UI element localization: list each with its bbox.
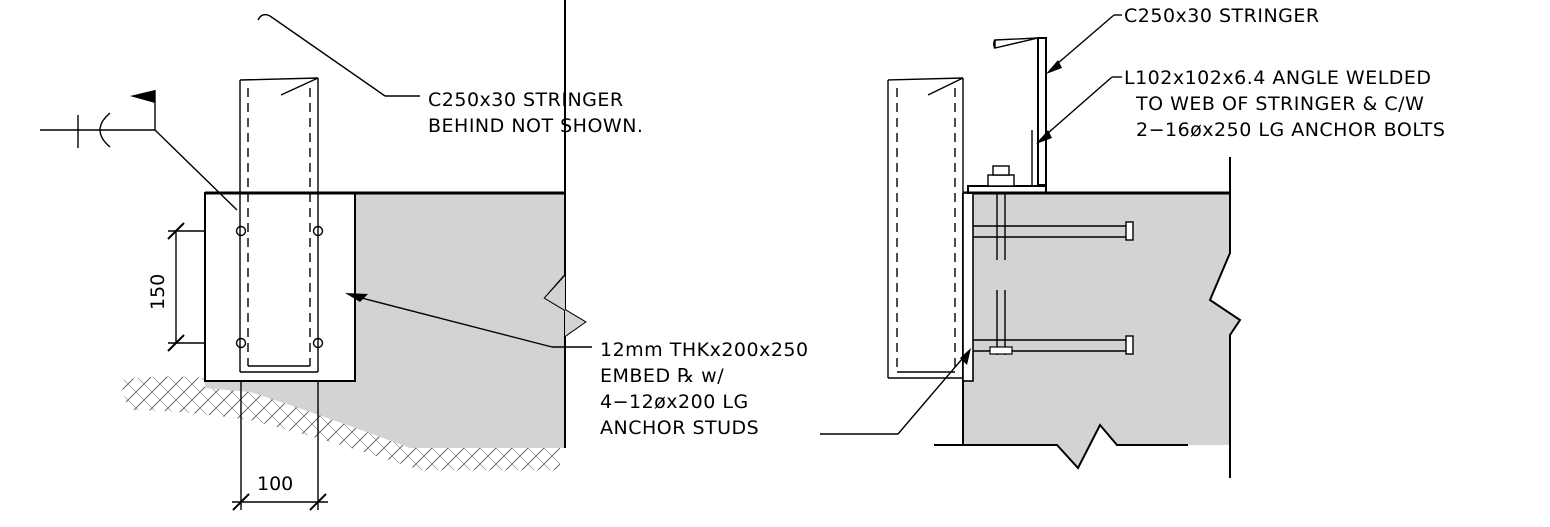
anchor-bolts: [973, 165, 1134, 355]
right-leaders: [820, 14, 1122, 435]
post: [239, 77, 319, 373]
dim-150: [167, 222, 205, 352]
post-right: [887, 77, 964, 379]
angle-note-line-1: L102x102x6.4 ANGLE WELDED: [1124, 67, 1432, 89]
angle-note-line-3: 2−16øx250 LG ANCHOR BOLTS: [1136, 119, 1445, 141]
right-detail: C250x30 STRINGER L102x102x6.4 ANGLE WELD…: [564, 0, 1445, 478]
stringer-note-line-1: C250x30 STRINGER: [428, 89, 624, 111]
weld-symbol: [40, 90, 238, 211]
dim-100: [232, 380, 328, 511]
concrete-wall-right: [963, 193, 1240, 468]
embed-plate: [204, 192, 356, 382]
plate-note-line-2: EMBED ℞ w/: [600, 365, 724, 387]
left-detail: 150 100 C250x30 STRINGER BEHIND NOT SHOW…: [40, 13, 809, 511]
stringer-note-line-2: BEHIND NOT SHOWN.: [428, 115, 643, 137]
plate-note-line-1: 12mm THKx200x250: [600, 339, 809, 361]
dim-100-label: 100: [257, 473, 293, 495]
plate-note-line-3: 4−12øx200 LG: [600, 391, 749, 413]
right-stringer-note: C250x30 STRINGER: [1124, 5, 1320, 27]
ground-hatch: [120, 376, 560, 470]
plate-leader: [345, 293, 592, 348]
angle-note-line-2: TO WEB OF STRINGER & C/W: [1135, 93, 1424, 115]
anchor-studs: [235, 225, 324, 349]
plate-note-line-4: ANCHOR STUDS: [600, 417, 759, 439]
angle: [967, 37, 1047, 194]
stringer-leader: [257, 13, 420, 97]
dim-150-label: 150: [147, 274, 169, 310]
